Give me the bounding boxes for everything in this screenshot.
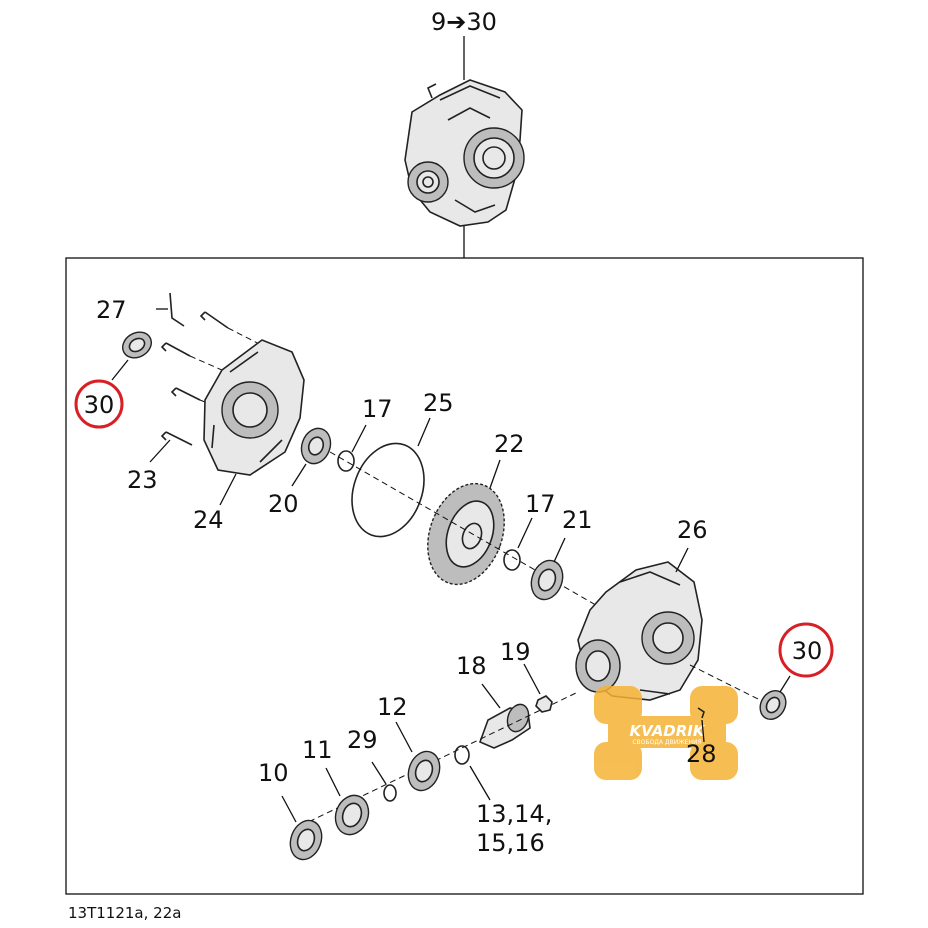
leader-23 (149, 439, 171, 463)
bearing-12-inner (414, 759, 434, 783)
callout-15-16: 15,16 (476, 829, 545, 857)
leader-10 (281, 795, 297, 823)
callout-18: 18 (456, 652, 487, 680)
leader-21 (553, 537, 566, 563)
callout-30-right: 30 (792, 637, 823, 665)
axis-dash-right-seal (689, 664, 761, 701)
callout-13-14: 13,14, (476, 800, 552, 828)
callout-12: 12 (377, 693, 408, 721)
assembled-gearbox-image (404, 79, 525, 227)
leader-13-16 (469, 765, 491, 801)
ring-nut-11-inner (341, 802, 363, 828)
shim-17-top (337, 450, 355, 472)
bearing-20-inner (307, 436, 325, 456)
figure-reference-code: 13T1121a, 22a (68, 904, 181, 922)
assembly-range-label: 9➔30 (431, 8, 497, 36)
breather-hose (169, 292, 185, 327)
leader-29 (371, 761, 387, 785)
bearing-21-inner (537, 568, 557, 592)
leader-26 (675, 547, 689, 573)
callout-25: 25 (423, 389, 454, 417)
leader-24 (219, 473, 237, 506)
leader-25 (417, 417, 431, 447)
callout-29: 29 (347, 726, 378, 754)
oil-seal-left-inner (128, 337, 146, 353)
callout-17-top: 17 (362, 395, 393, 423)
ring-gear (427, 482, 505, 586)
kvadrik-watermark-logo: KVADRIK СВОБОДА ДВИЖЕНИЯ (594, 686, 738, 780)
callout-30-left: 30 (84, 391, 115, 419)
leader-18 (481, 683, 501, 709)
leader-22 (489, 459, 501, 489)
callout-11: 11 (302, 736, 333, 764)
nut-19 (535, 695, 553, 713)
highlight-circle-left (74, 379, 124, 429)
leader-19 (523, 663, 541, 695)
oil-seal-right-inner (765, 696, 781, 714)
axis-dash-gear (329, 451, 609, 613)
svg-text:KVADRIK: KVADRIK (629, 722, 705, 740)
callout-20: 20 (268, 490, 299, 518)
shim-17-mid (503, 549, 521, 571)
highlight-circle-right (778, 622, 834, 678)
leader-30-right (779, 675, 791, 693)
gearbox-housing (575, 561, 703, 701)
seal-10-inner (296, 828, 316, 852)
callout-23: 23 (127, 466, 158, 494)
callout-24: 24 (193, 506, 224, 534)
callout-17-mid: 17 (525, 490, 556, 518)
leader-28 (701, 719, 705, 743)
leader-20 (291, 463, 307, 487)
svg-text:СВОБОДА ДВИЖЕНИЯ: СВОБОДА ДВИЖЕНИЯ (632, 739, 701, 746)
gearbox-cover (203, 339, 305, 476)
callout-28: 28 (686, 740, 717, 768)
o-ring (351, 442, 425, 538)
drain-screw-28 (697, 707, 705, 719)
leader-11 (325, 767, 341, 797)
callout-21: 21 (562, 506, 593, 534)
shims-13-16 (454, 745, 470, 765)
shim-29 (383, 784, 397, 802)
leader-17-top (351, 424, 367, 453)
callout-26: 26 (677, 516, 708, 544)
callout-10: 10 (258, 759, 289, 787)
callout-22: 22 (494, 430, 525, 458)
detail-frame (65, 257, 864, 895)
leader-12 (395, 721, 413, 753)
leader-17-mid (517, 517, 533, 549)
pinion-shaft (478, 703, 531, 749)
callout-27: 27 (96, 296, 127, 324)
callout-19: 19 (500, 638, 531, 666)
bolts (160, 311, 229, 446)
leader-30-left (111, 359, 129, 381)
